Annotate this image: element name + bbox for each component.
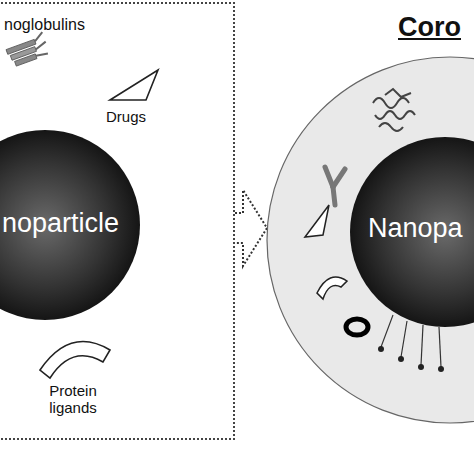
protein-ligand-crescent (40, 342, 110, 378)
block-arrow (235, 190, 267, 266)
nanoparticle-sphere (0, 130, 140, 320)
diagram-title: Coro (398, 12, 461, 43)
component-label: Drugs (106, 108, 146, 125)
drug-triangle (110, 70, 158, 100)
component-label: noglobulins (4, 16, 85, 34)
dotted-frame: noglobulinsDrugs noparticleProtein ligand… (0, 2, 235, 440)
particle-label: noparticle (2, 208, 119, 239)
corona-circle: Nanopa (265, 55, 474, 425)
particle-label: Nanopa (368, 213, 463, 244)
immunoglobulin-icon (5, 32, 50, 67)
component-label: Protein ligands (38, 382, 108, 417)
